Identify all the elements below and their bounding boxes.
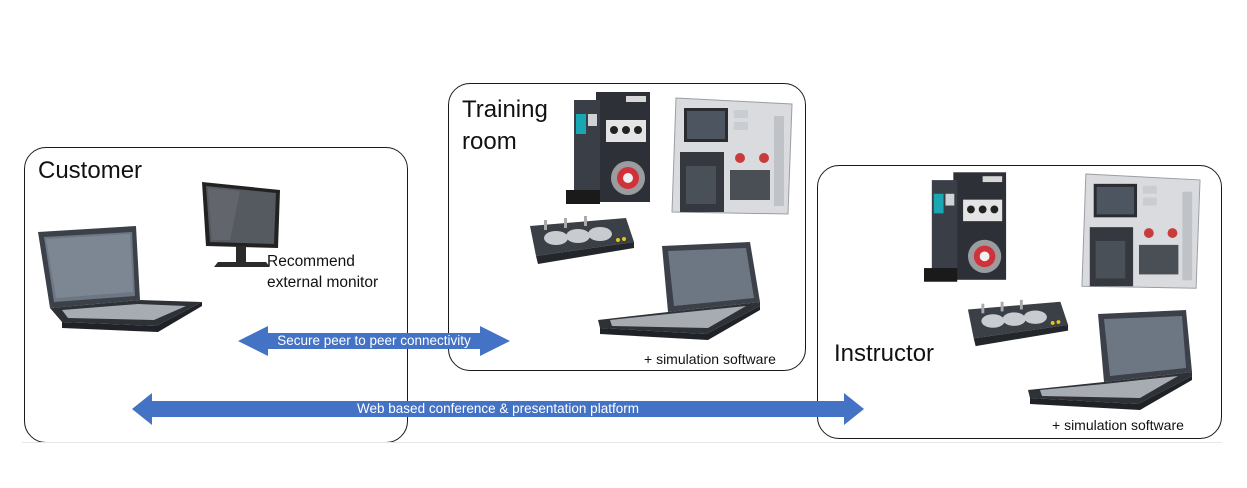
valve-module-icon [967, 299, 1069, 347]
instructor-box [817, 165, 1222, 439]
peer-to-peer-arrow [238, 326, 510, 356]
monitor-recommendation: Recommend external monitor [267, 252, 378, 294]
laptop-icon [598, 242, 760, 340]
training-room-title-line1: Training [462, 96, 548, 123]
instructor-title: Instructor [834, 340, 935, 367]
monitor-note-line1: Recommend [267, 253, 355, 270]
plc-trainer-icon [924, 172, 1007, 282]
valve-module-icon [530, 216, 634, 264]
divider [22, 442, 1222, 443]
plc-trainer-icon [566, 92, 650, 204]
training-room-title: Training room [462, 94, 548, 159]
laptop-icon [1028, 310, 1192, 410]
laptop-icon [38, 226, 202, 332]
peer-to-peer-label: Secure peer to peer connectivity [277, 333, 471, 348]
training-room-box [448, 83, 806, 371]
training-room-caption: + simulation software [644, 351, 776, 367]
web-conference-arrow [132, 393, 864, 425]
hmi-panel-icon [671, 97, 793, 215]
training-room-title-line2: room [462, 128, 517, 156]
monitor-icon [202, 182, 280, 267]
monitor-note-line2: external monitor [267, 273, 379, 291]
hmi-panel-icon [1081, 173, 1201, 289]
web-conference-label: Web based conference & presentation plat… [357, 401, 639, 416]
customer-title: Customer [38, 157, 143, 184]
instructor-caption: + simulation software [1052, 417, 1184, 433]
